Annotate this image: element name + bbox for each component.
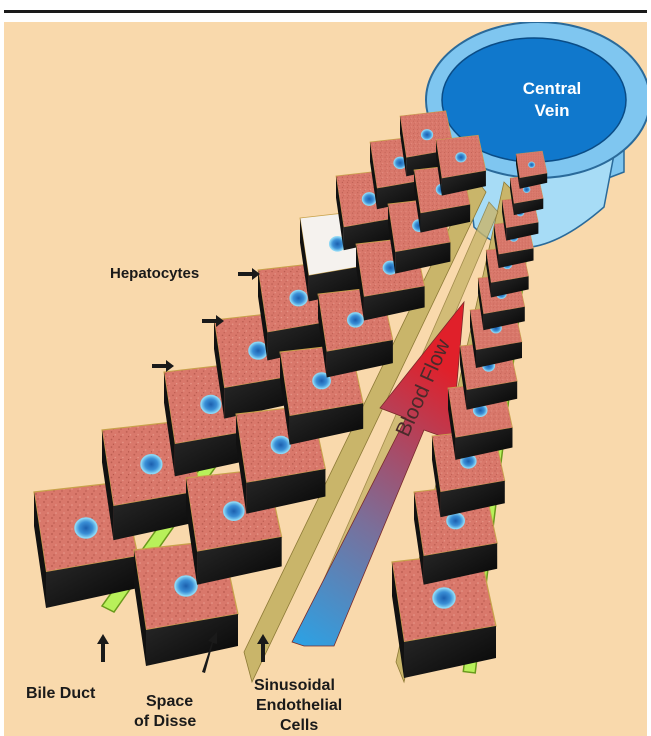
liver-lobule-diagram: Central Vein Blood Flow (4, 22, 647, 736)
space-of-disse-label-line2: of Disse (134, 713, 196, 730)
sinusoidal-label-line3: Cells (280, 717, 318, 734)
hepatocyte-cell-icon (516, 151, 547, 189)
top-rule (4, 10, 647, 13)
central-vein-label-line1: Central (523, 79, 582, 98)
bile-duct-label: Bile Duct (26, 685, 96, 702)
central-vein-label-line2: Vein (535, 101, 570, 120)
hepatocyte-cell-icon (436, 135, 486, 195)
sinusoidal-label-line2: Endothelial (256, 697, 342, 714)
hepatocytes-label: Hepatocytes (110, 265, 199, 282)
sinusoidal-label-line1: Sinusoidal (254, 677, 335, 694)
diagram-svg: Central Vein Blood Flow (4, 22, 647, 736)
figure-top-border (0, 0, 651, 22)
space-of-disse-label-line1: Space (146, 693, 193, 710)
